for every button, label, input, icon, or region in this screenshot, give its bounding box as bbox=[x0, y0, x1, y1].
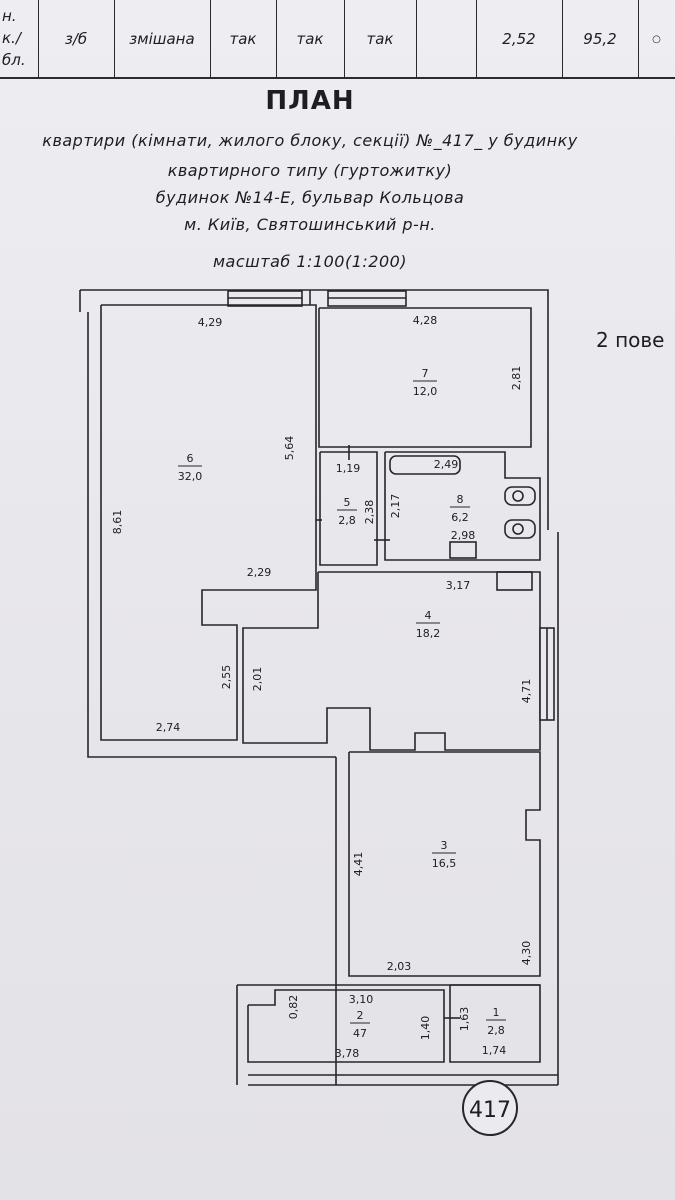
sink bbox=[504, 519, 536, 539]
room-number: 6 bbox=[187, 452, 194, 465]
dimension: 2,74 bbox=[156, 721, 181, 734]
room-labels: 6 32,0 7 12,0 5 2,8 8 6,2 4 bbox=[178, 367, 506, 1040]
room-number: 5 bbox=[344, 496, 351, 509]
room-3-label: 3 16,5 bbox=[432, 839, 457, 870]
room-7-label: 7 12,0 bbox=[413, 367, 438, 398]
apartment-number-badge: 417 bbox=[462, 1080, 518, 1136]
table-cell: ○ bbox=[652, 33, 661, 45]
table-cell: 95,2 bbox=[562, 0, 639, 78]
room-4-label: 4 18,2 bbox=[416, 609, 441, 640]
room-area: 2,8 bbox=[487, 1024, 505, 1037]
bathtub bbox=[389, 455, 461, 475]
scale-line: масштаб 1:100(1:200) bbox=[212, 252, 408, 271]
outer-wall bbox=[87, 312, 336, 758]
dimension: 8,61 bbox=[111, 510, 124, 535]
table-cell: н. к./ бл. bbox=[0, 0, 39, 78]
dimension: 2,49 bbox=[434, 458, 459, 471]
room-6-wall bbox=[100, 304, 317, 741]
room-3-wall bbox=[348, 751, 541, 977]
dimension: 3,17 bbox=[446, 579, 471, 592]
room-2-label: 2 47 bbox=[350, 1009, 370, 1040]
room-area: 32,0 bbox=[178, 470, 203, 483]
table-text: к./ bbox=[2, 29, 21, 47]
dimension: 4,41 bbox=[352, 852, 365, 877]
room-number: 4 bbox=[425, 609, 432, 622]
dimension: 1,63 bbox=[458, 1007, 471, 1032]
room-number: 2 bbox=[357, 1009, 364, 1022]
dimension: 2,98 bbox=[451, 529, 476, 542]
dimension: 2,29 bbox=[247, 566, 272, 579]
table-cell: з/б bbox=[38, 0, 115, 78]
header-line: квартирного типу (гуртожитку) bbox=[167, 161, 453, 180]
dimension: 4,28 bbox=[413, 314, 438, 327]
room-area: 12,0 bbox=[413, 385, 438, 398]
vent-shaft bbox=[496, 571, 533, 591]
table-cell: так bbox=[344, 0, 417, 78]
floor-label: 2 пове bbox=[596, 328, 665, 352]
table-cell: так bbox=[276, 0, 345, 78]
dimension-labels: 4,29 4,28 2,81 5,64 8,61 2,29 1,19 2,38 … bbox=[111, 314, 533, 1060]
room-area: 2,8 bbox=[338, 514, 356, 527]
outer-wall bbox=[80, 289, 549, 530]
room-area: 18,2 bbox=[416, 627, 441, 640]
table-cell bbox=[416, 0, 477, 78]
table-cell: так bbox=[210, 0, 277, 78]
dimension: 2,38 bbox=[363, 500, 376, 525]
dimension: 2,55 bbox=[220, 665, 233, 690]
table-border bbox=[0, 77, 675, 79]
table-text: н. bbox=[2, 7, 17, 25]
table-cell: змішана bbox=[114, 0, 211, 78]
table-text: бл. bbox=[2, 51, 26, 69]
room-number: 7 bbox=[422, 367, 429, 380]
room-6-label: 6 32,0 bbox=[178, 452, 203, 483]
dimension: 2,17 bbox=[389, 494, 402, 519]
dimension: 5,64 bbox=[283, 436, 296, 461]
dimension: 4,71 bbox=[520, 679, 533, 704]
room-area: 47 bbox=[353, 1027, 367, 1040]
dimension: 3,78 bbox=[335, 1047, 360, 1060]
table-cell: 2,52 bbox=[476, 0, 563, 78]
dimension: 1,19 bbox=[336, 462, 361, 475]
dimension: 2,03 bbox=[387, 960, 412, 973]
apartment-number: 417 bbox=[469, 1098, 511, 1123]
vent-shaft bbox=[449, 541, 477, 559]
room-5-wall bbox=[319, 451, 378, 566]
room-5-label: 5 2,8 bbox=[337, 496, 357, 527]
room-2-wall bbox=[247, 989, 445, 1063]
room-area: 6,2 bbox=[451, 511, 469, 524]
dimension: 1,74 bbox=[482, 1044, 507, 1057]
room-8-wall bbox=[384, 451, 541, 561]
dimension: 2,81 bbox=[510, 366, 523, 391]
dimension: 4,29 bbox=[198, 316, 223, 329]
dimension: 0,82 bbox=[287, 995, 300, 1020]
room-number: 8 bbox=[457, 493, 464, 506]
room-number: 3 bbox=[441, 839, 448, 852]
header-line: квартири (кімнати, жилого блоку, секції)… bbox=[42, 131, 578, 150]
page-title: ПЛАН bbox=[265, 86, 355, 116]
dimension: 1,40 bbox=[419, 1016, 432, 1041]
dimension: 4,30 bbox=[520, 941, 533, 966]
room-4-wall bbox=[242, 571, 541, 751]
room-8-label: 8 6,2 bbox=[450, 493, 470, 524]
dimension: 3,10 bbox=[349, 993, 374, 1006]
room-number: 1 bbox=[493, 1006, 500, 1019]
room-1-label: 1 2,8 bbox=[486, 1006, 506, 1037]
toilet bbox=[504, 486, 536, 506]
room-7-wall bbox=[318, 307, 532, 448]
technical-table: н. к./ бл. з/б змішана так так так 2,52 … bbox=[0, 0, 675, 79]
dimension: 2,01 bbox=[251, 667, 264, 692]
room-area: 16,5 bbox=[432, 857, 457, 870]
header-line: будинок №14-Е, бульвар Кольцова bbox=[155, 188, 465, 207]
header-line: м. Київ, Святошинський р-н. bbox=[184, 215, 436, 234]
